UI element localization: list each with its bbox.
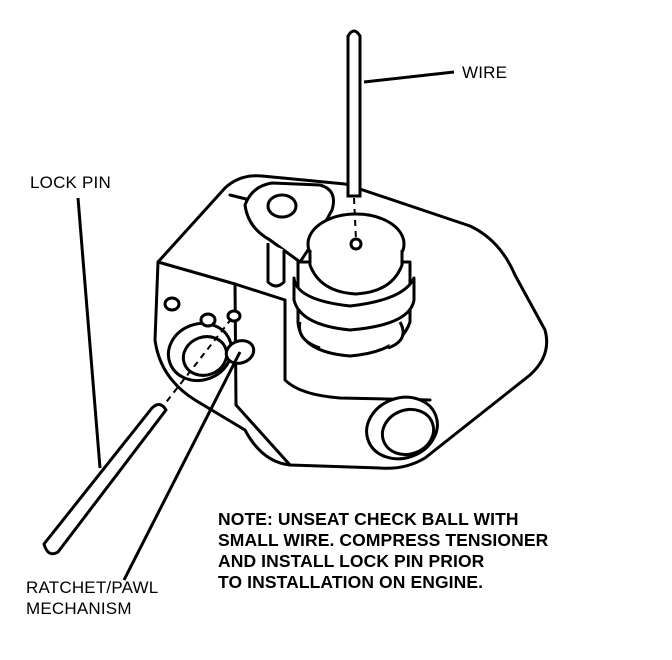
plunger-collar (292, 276, 416, 332)
body-lower-edge (234, 403, 292, 467)
tab-pin (266, 243, 286, 288)
ratchet-leader (122, 351, 242, 581)
body-front-edge (156, 260, 287, 302)
check-ball-hole (349, 237, 363, 251)
lock-pin-label: LOCK PIN (30, 173, 111, 192)
note-line-3: AND INSTALL LOCK PIN PRIOR (218, 551, 485, 571)
ratchet-label-line1: RATCHET/PAWL (26, 578, 159, 597)
note-line-1: NOTE: UNSEAT CHECK BALL WITH (218, 509, 519, 529)
note-line-4: TO INSTALLATION ON ENGINE. (218, 572, 484, 592)
note-line-2: SMALL WIRE. COMPRESS TENSIONER (218, 530, 549, 550)
installation-note: NOTE: UNSEAT CHECK BALL WITH SMALL WIRE.… (218, 509, 548, 593)
front-hole-mid (199, 312, 217, 328)
plunger-base-ring (297, 321, 405, 350)
body-right-edge (283, 298, 432, 402)
outlet-port-inner (380, 407, 436, 457)
tensioner-body (153, 174, 549, 470)
lock-pin-rod (42, 403, 168, 556)
tab-bolt-head (266, 193, 298, 219)
wire-rod (346, 29, 362, 198)
wire-leader (363, 70, 455, 84)
plunger-cap (308, 250, 404, 296)
front-hole-left (163, 296, 181, 312)
wire-label: WIRE (462, 63, 508, 82)
lock-pin-leader (76, 197, 102, 469)
wire-dash-line (353, 197, 357, 241)
lock-pin-dash-line (159, 317, 233, 411)
ratchet-label-line2: MECHANISM (26, 599, 132, 618)
